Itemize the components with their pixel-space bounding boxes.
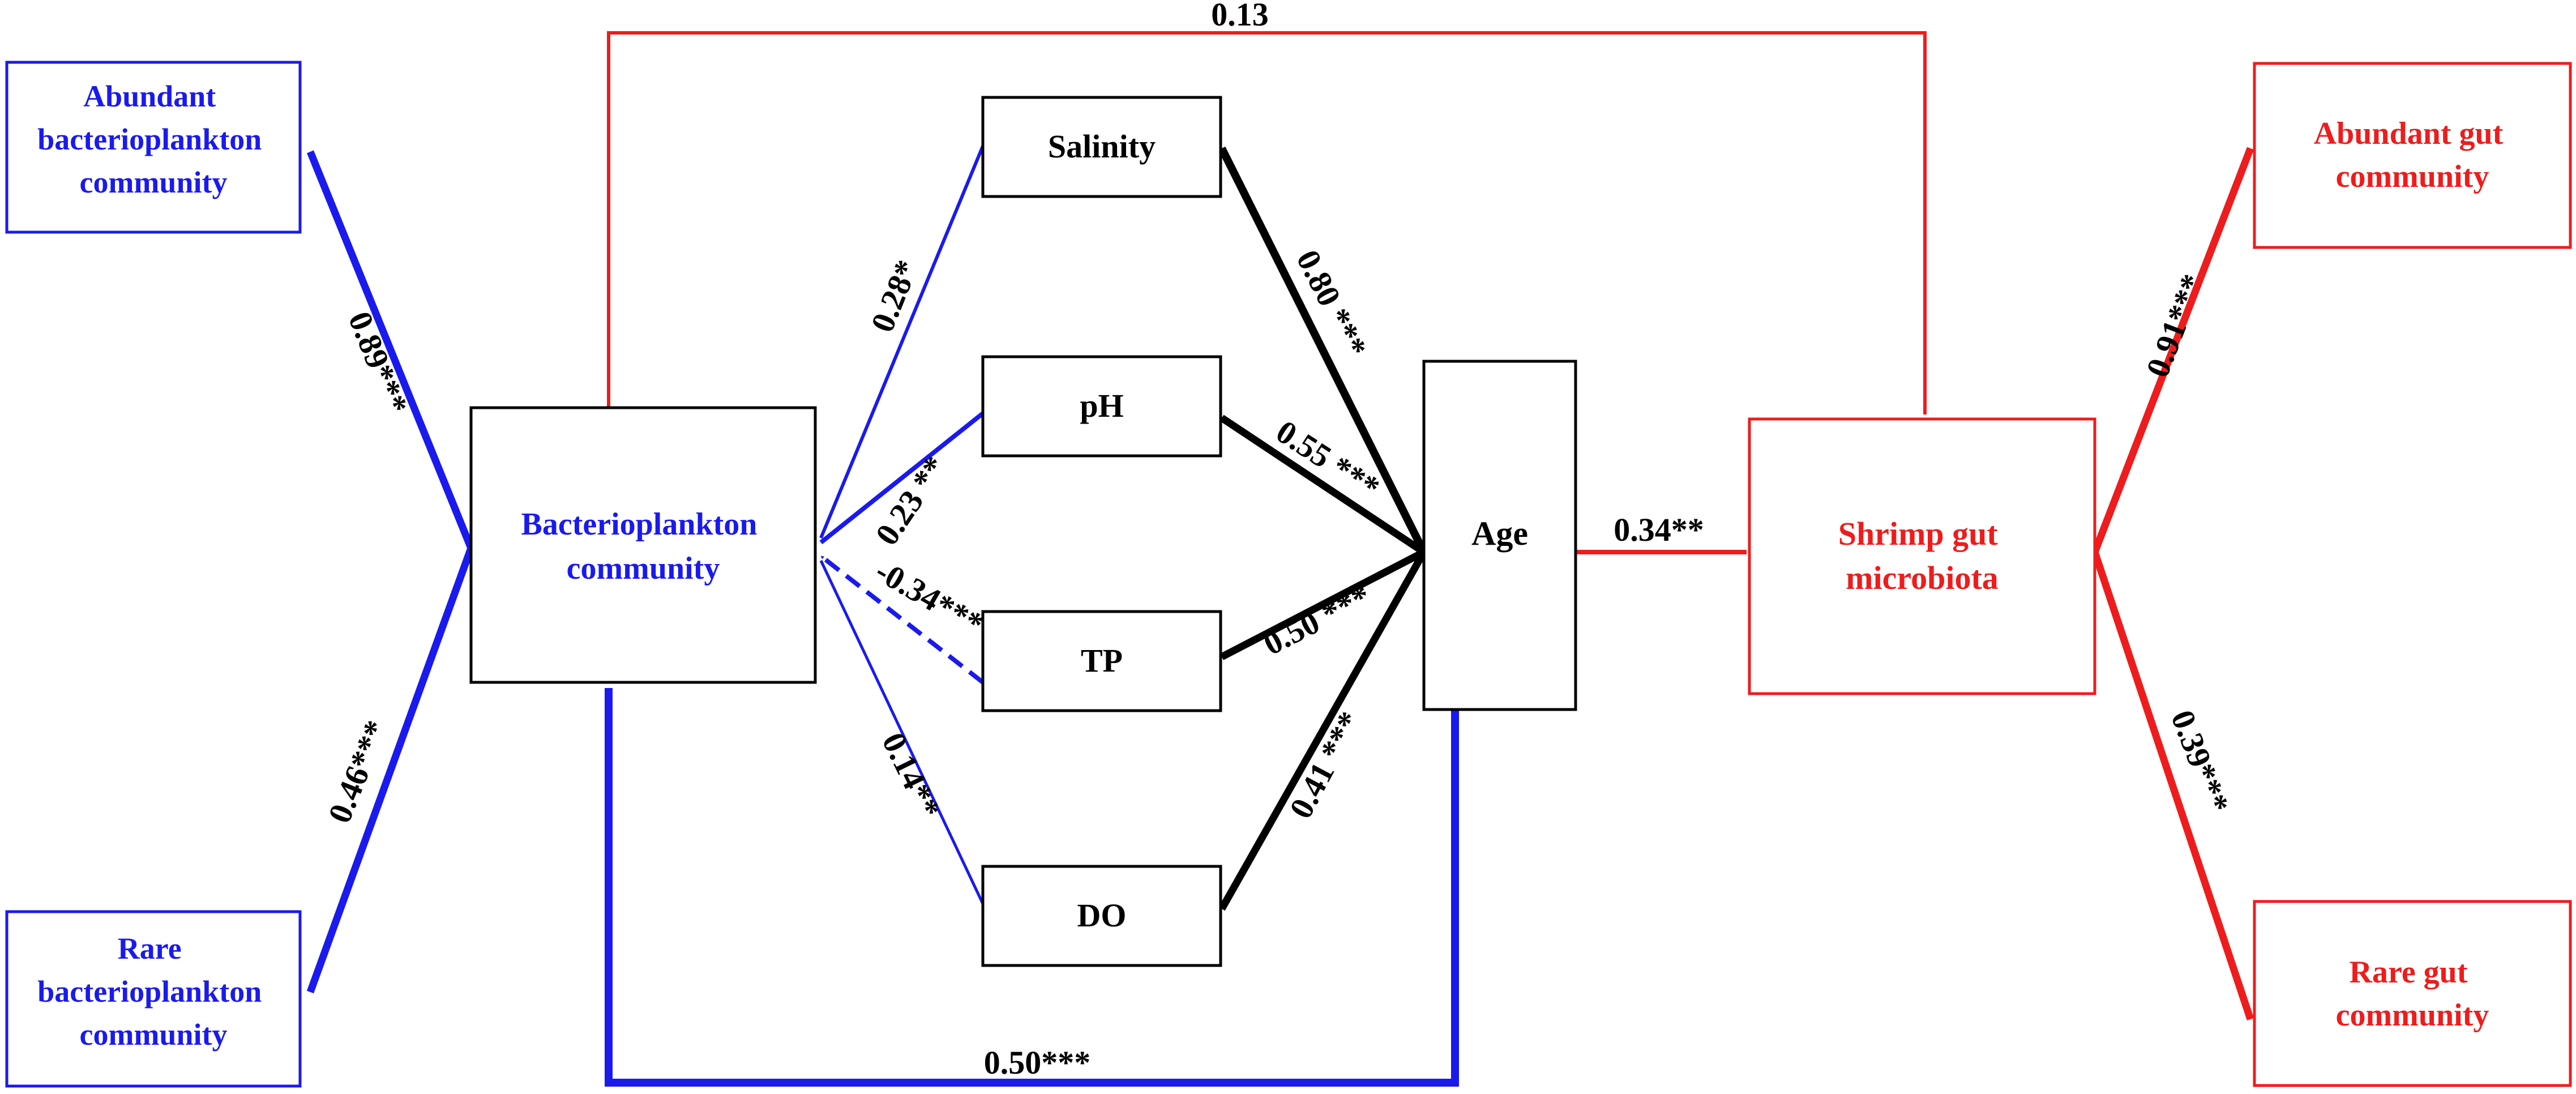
node-abundant-gut: Abundant gut community	[2253, 62, 2572, 249]
node-label-line: bacterioplankton	[37, 122, 262, 156]
node-label-line: community	[80, 165, 228, 199]
coef-age-to-tp: 0.50 ***	[1257, 578, 1376, 663]
node-label-line: bacterioplankton	[37, 975, 262, 1008]
node-label: TP	[1081, 642, 1123, 679]
arrow-gut-to-rare-gut	[2091, 550, 2254, 1021]
node-do: DO	[981, 865, 1222, 967]
coef-tp-to-bact: -0.34***	[870, 552, 990, 643]
node-age: Age	[1422, 360, 1577, 711]
svg-text:Bacterioplankton communi: Bacterioplankton community	[521, 507, 765, 586]
node-ph: pH	[981, 355, 1222, 458]
node-rare-bacterioplankton: Rare bacterioplankton community	[5, 910, 302, 1088]
coef-bact-to-gut: 0.13	[1211, 0, 1269, 33]
coef-bact-to-rare-bact: 0.46***	[320, 715, 395, 828]
coef-gut-to-abundant-gut: 0.91***	[2139, 269, 2211, 382]
arrow-bact-to-rare-bact	[306, 546, 475, 994]
node-label-line: Shrimp gut	[1838, 515, 1999, 552]
node-label-line: Rare gut	[2350, 955, 2468, 990]
svg-text:Rare bacterioplankton: Rare bacterioplankton community	[37, 931, 269, 1052]
node-label-line: Abundant	[83, 79, 216, 113]
svg-text:Abundant gut community: Abundant gut community	[2314, 116, 2511, 194]
node-label: DO	[1077, 897, 1127, 934]
node-label-line: community	[567, 551, 720, 586]
node-label-line: community	[2336, 159, 2489, 194]
node-label-line: Rare	[118, 931, 182, 965]
coef-salinity-to-bact: 0.28*	[863, 255, 925, 337]
coef-age-to-gut: 0.34**	[1614, 511, 1704, 548]
node-salinity: Salinity	[981, 96, 1222, 198]
arrow-tp-to-bact	[819, 554, 985, 685]
arrow-bact-to-gut	[607, 31, 1927, 415]
node-label-line: microbiota	[1846, 559, 1999, 596]
node-tp: TP	[981, 610, 1222, 712]
svg-text:Rare gut community: Rare gut community	[2336, 955, 2489, 1033]
node-shrimp-gut: Shrimp gut microbiota	[1748, 417, 2096, 695]
node-bacterioplankton: Bacterioplankton community	[469, 406, 817, 684]
arrow-age-to-salinity	[1218, 146, 1428, 554]
coef-ph-to-bact: 0.23 **	[868, 450, 953, 552]
arrow-salinity-to-bact	[819, 145, 985, 539]
node-label: Salinity	[1048, 128, 1156, 165]
arrow-age-to-ph	[1219, 414, 1426, 555]
arrow-age-to-bact	[605, 687, 1459, 1087]
node-label-line: Bacterioplankton	[521, 507, 758, 542]
node-label-line: community	[2336, 998, 2489, 1033]
node-label: Age	[1471, 515, 1528, 552]
coef-bact-to-abundant-bact: 0.89***	[341, 306, 416, 419]
arrow-ph-to-bact	[819, 411, 985, 545]
arrow-gut-to-abundant-gut	[2091, 147, 2254, 554]
arrow-do-to-bact	[819, 559, 985, 905]
node-abundant-bacterioplankton: Abundant bacterioplankton community	[5, 61, 302, 234]
arrow-age-to-do	[1218, 550, 1427, 911]
arrow-age-to-tp	[1220, 549, 1426, 660]
node-label: pH	[1080, 387, 1123, 424]
coef-do-to-bact: 0.14**	[875, 727, 947, 824]
svg-text:Shrimp gut microbiota: Shrimp gut microbiota	[1838, 515, 2006, 596]
node-rare-gut: Rare gut community	[2253, 900, 2572, 1087]
coef-age-to-bact: 0.50***	[984, 1044, 1091, 1081]
node-label-line: Abundant gut	[2314, 116, 2504, 151]
svg-text:Abundant bacterioplankto: Abundant bacterioplankton community	[37, 79, 269, 199]
arrow-bact-to-abundant-bact	[306, 150, 475, 550]
node-label-line: community	[80, 1018, 228, 1052]
